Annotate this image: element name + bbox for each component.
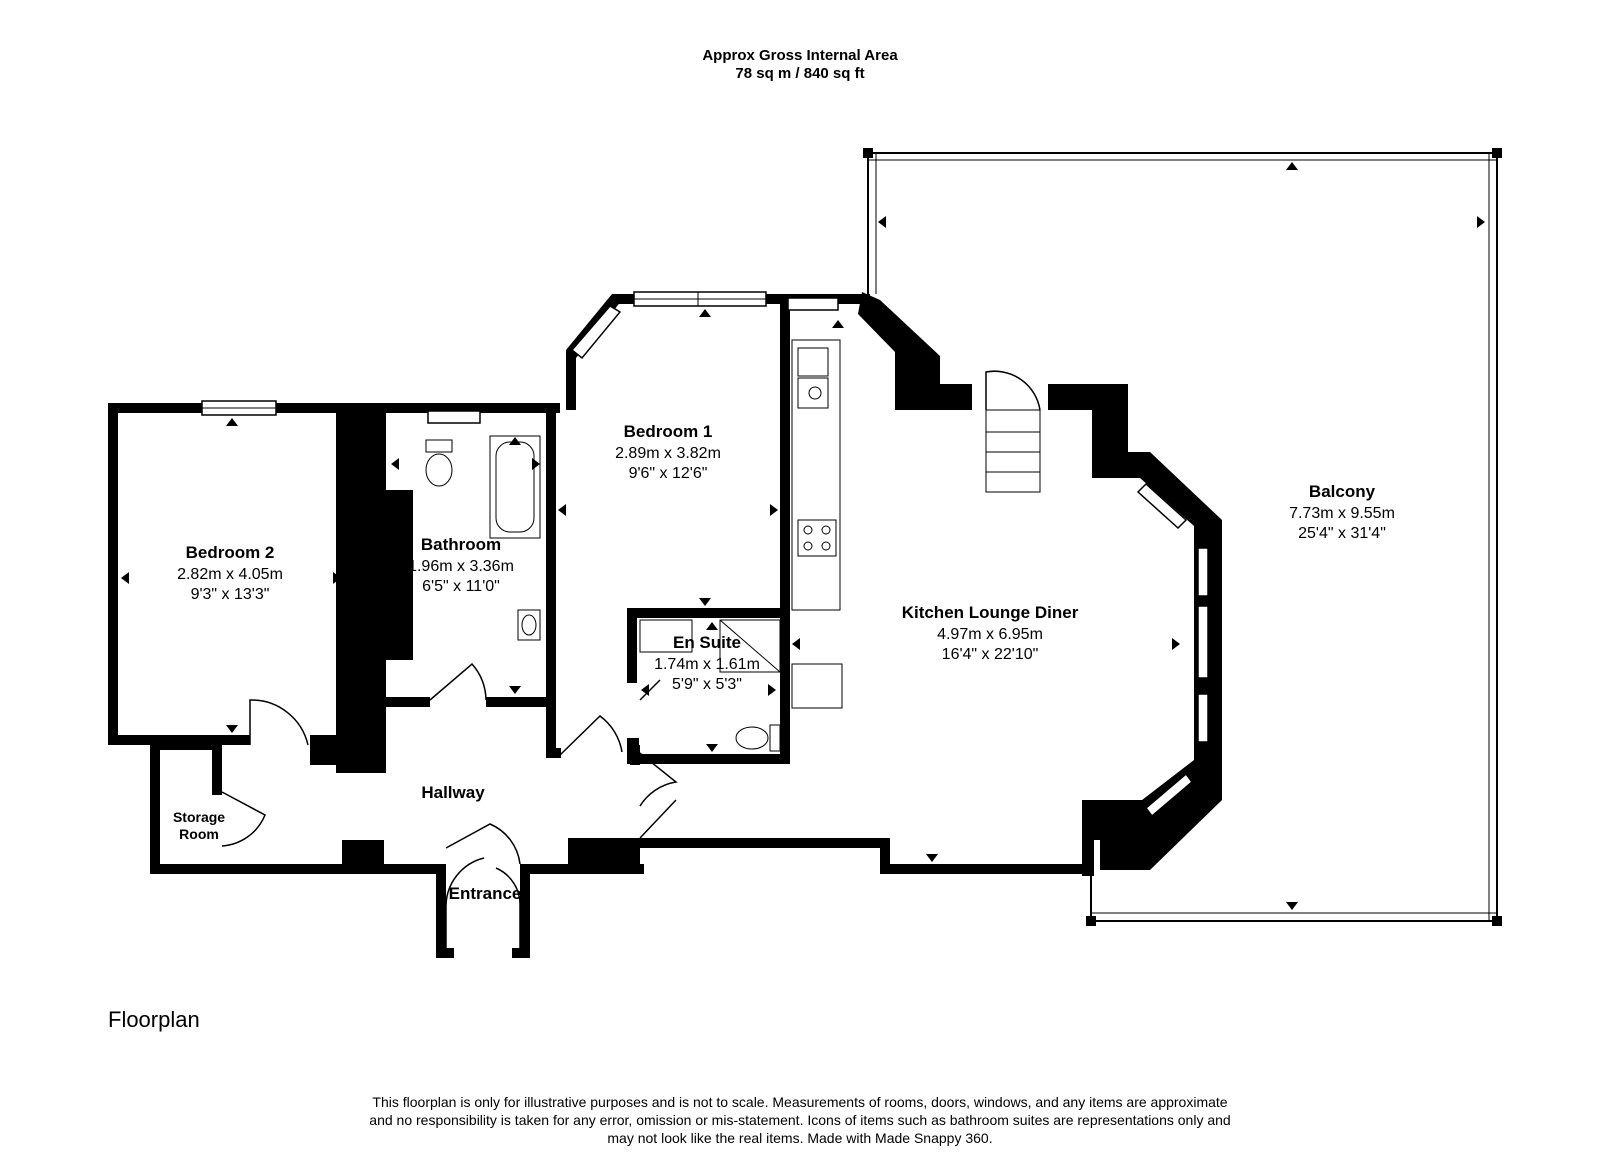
bedroom1-imperial: 9'6" x 12'6" <box>629 465 708 482</box>
balcony-name: Balcony <box>1309 482 1376 501</box>
area-value: 78 sq m / 840 sq ft <box>735 65 865 82</box>
kitchen-name: Kitchen Lounge Diner <box>902 603 1079 622</box>
bathroom-metric: 1.96m x 3.36m <box>408 558 514 575</box>
ensuite-imperial: 5'9" x 5'3" <box>672 676 742 693</box>
ensuite-name: En Suite <box>673 633 741 652</box>
bedroom2-metric: 2.82m x 4.05m <box>177 566 283 583</box>
storage-line1: Storage <box>173 809 225 825</box>
fixtures <box>425 339 1041 752</box>
area-header: Approx Gross Internal Area 78 sq m / 840… <box>0 47 1600 83</box>
bedroom2-imperial: 9'3" x 13'3" <box>191 586 270 603</box>
balcony-outline <box>863 148 1502 926</box>
hallway-name: Hallway <box>421 783 485 802</box>
disclaimer-line-2: and no responsibility is taken for any e… <box>369 1112 1231 1128</box>
room-labels: Bedroom 2 2.82m x 4.05m 9'3" x 13'3" Bat… <box>173 422 1395 903</box>
disclaimer: This floorplan is only for illustrative … <box>0 1093 1600 1147</box>
balcony-imperial: 25'4" x 31'4" <box>1298 525 1386 542</box>
bedroom2-name: Bedroom 2 <box>186 543 275 562</box>
measurement-arrows <box>121 162 1485 910</box>
windows <box>201 291 1209 818</box>
kitchen-metric: 4.97m x 6.95m <box>937 626 1043 643</box>
walls <box>108 292 1222 958</box>
ensuite-metric: 1.74m x 1.61m <box>654 656 760 673</box>
bedroom1-metric: 2.89m x 3.82m <box>615 445 721 462</box>
storage-line2: Room <box>179 826 219 842</box>
kitchen-imperial: 16'4" x 22'10" <box>942 646 1039 663</box>
disclaimer-line-1: This floorplan is only for illustrative … <box>372 1094 1228 1110</box>
entrance-name: Entrance <box>449 884 522 903</box>
bathroom-name: Bathroom <box>421 535 501 554</box>
doors <box>221 370 1041 948</box>
bedroom1-name: Bedroom 1 <box>624 422 713 441</box>
disclaimer-line-3: may not look like the real items. Made w… <box>607 1130 993 1146</box>
floorplan-caption: Floorplan <box>108 1007 200 1032</box>
balcony-metric: 7.73m x 9.55m <box>1289 505 1395 522</box>
bathroom-imperial: 6'5" x 11'0" <box>422 578 500 595</box>
area-title: Approx Gross Internal Area <box>702 47 898 64</box>
